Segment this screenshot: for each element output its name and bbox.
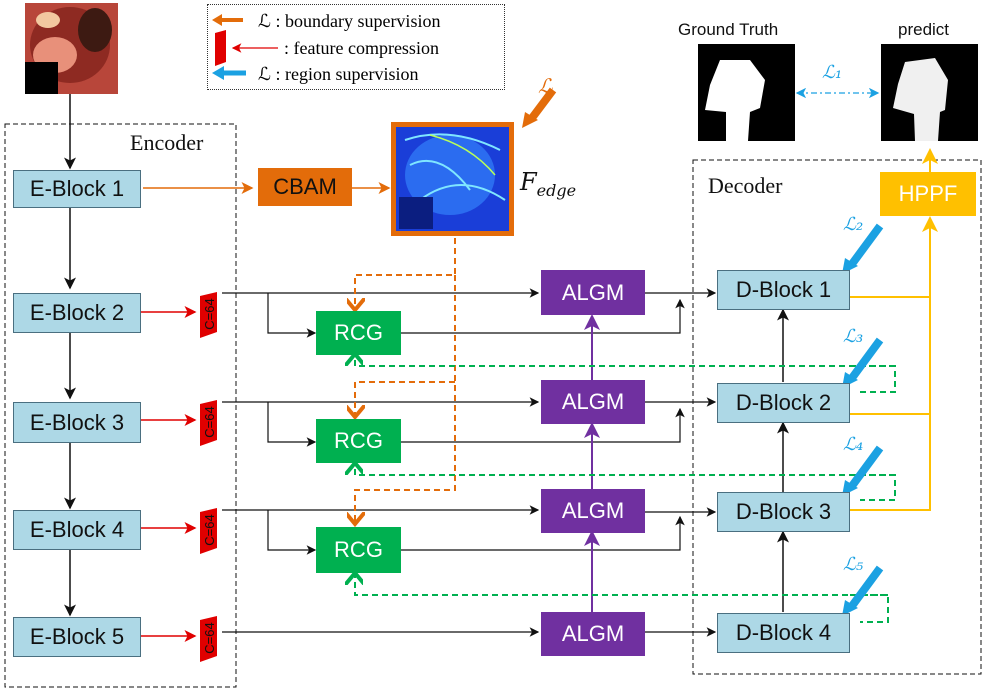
encoder-title: Encoder	[130, 130, 204, 155]
d-block-4: D-Block 4	[717, 613, 850, 653]
boundary-supervision-arrow	[528, 87, 557, 121]
ground-truth-image	[698, 44, 795, 141]
edge-feature-map	[391, 122, 514, 236]
loss-5-label: ℒ₅	[843, 554, 864, 575]
algm-module-1: ALGM	[541, 270, 645, 315]
e-block-3: E-Block 3	[13, 402, 141, 443]
predict-image	[881, 44, 978, 141]
compression-tab	[200, 400, 217, 446]
edge-feature-label: Fedge	[520, 168, 577, 200]
decoder-title: Decoder	[708, 173, 783, 198]
region-supervision-arrow	[848, 445, 884, 489]
loss-2-label: ℒ₂	[843, 214, 864, 235]
compression-tab	[200, 292, 217, 338]
compress-label-2: C=64	[201, 298, 217, 330]
d-block-2: D-Block 2	[717, 383, 850, 423]
encoder-frame	[4, 123, 237, 688]
algm-module-4: ALGM	[541, 612, 645, 656]
compress-label-5: C=64	[201, 622, 217, 654]
algm-module-2: ALGM	[541, 380, 645, 424]
rcg-module-3: RCG	[316, 527, 401, 573]
loss-4-label: ℒ₄	[843, 434, 864, 455]
region-supervision-arrow	[848, 565, 884, 609]
rcg-module-1: RCG	[316, 311, 401, 355]
compress-label-3: C=64	[201, 406, 217, 438]
hppf-module: HPPF	[880, 172, 976, 216]
d-block-3: D-Block 3	[717, 492, 850, 532]
ground-truth-label: Ground Truth	[678, 20, 779, 39]
e-block-2: E-Block 2	[13, 293, 141, 333]
e-block-1: E-Block 1	[13, 170, 141, 208]
region-supervision-arrow	[848, 337, 884, 381]
cbam-module: CBAM	[258, 168, 352, 206]
compression-tab	[200, 616, 217, 662]
legend-region-text: ℒ : region supervision	[258, 64, 419, 84]
algm-module-3: ALGM	[541, 489, 645, 533]
edge-loss-symbol: ℒ	[538, 74, 553, 98]
e-block-4: E-Block 4	[13, 510, 141, 550]
decoder-frame	[692, 159, 982, 675]
loss-1-label: ℒ₁	[822, 62, 843, 83]
compress-label-4: C=64	[201, 514, 217, 546]
e-block-5: E-Block 5	[13, 617, 141, 657]
rcg-module-2: RCG	[316, 419, 401, 463]
region-supervision-arrow	[848, 223, 884, 267]
legend-boundary-text: ℒ : boundary supervision	[258, 11, 441, 31]
compression-tab	[200, 508, 217, 554]
predict-label: predict	[898, 20, 950, 39]
input-endoscopy-image	[25, 3, 118, 94]
legend-compression-text: : feature compression	[284, 38, 439, 58]
loss-3-label: ℒ₃	[843, 326, 864, 347]
d-block-1: D-Block 1	[717, 270, 850, 310]
legend: ℒ : boundary supervision : feature compr…	[207, 4, 505, 90]
